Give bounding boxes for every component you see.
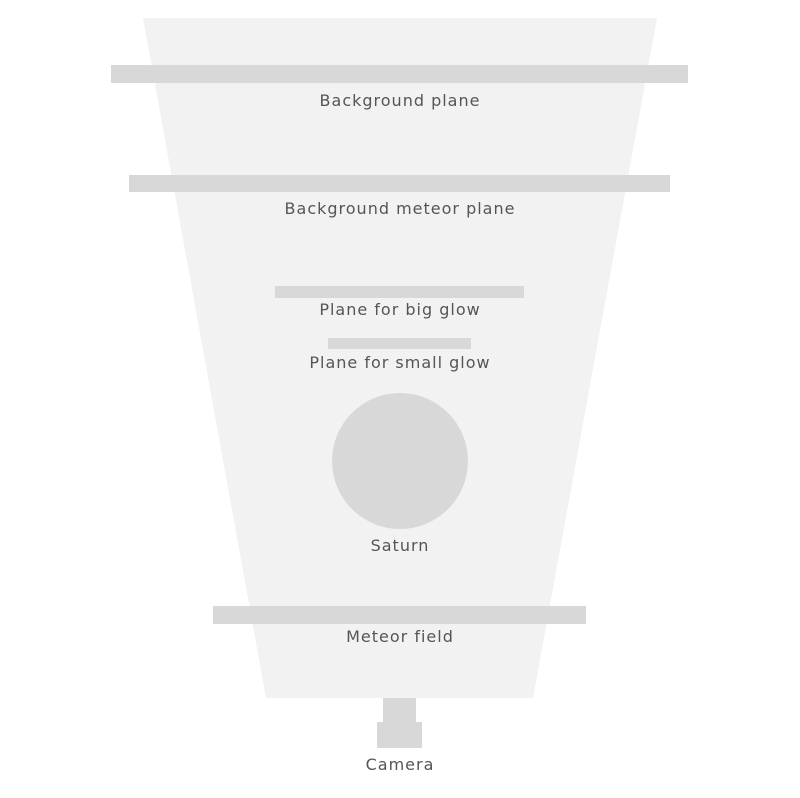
background-plane-shape	[111, 65, 688, 83]
saturn-label: Saturn	[370, 536, 430, 555]
saturn-shape	[332, 393, 468, 529]
meteor-field-shape	[213, 606, 586, 624]
camera-body-shape	[377, 722, 422, 748]
meteor-field-label: Meteor field	[346, 627, 454, 646]
camera-label: Camera	[365, 755, 435, 774]
background-meteor-plane-label: Background meteor plane	[284, 199, 516, 218]
big-glow-plane-shape	[275, 286, 524, 298]
camera-lens-shape	[383, 698, 416, 724]
background-plane-label: Background plane	[319, 91, 481, 110]
big-glow-plane-label: Plane for big glow	[319, 300, 481, 319]
small-glow-plane-shape	[328, 338, 471, 349]
background-meteor-plane-shape	[129, 175, 670, 192]
small-glow-plane-label: Plane for small glow	[309, 353, 491, 372]
